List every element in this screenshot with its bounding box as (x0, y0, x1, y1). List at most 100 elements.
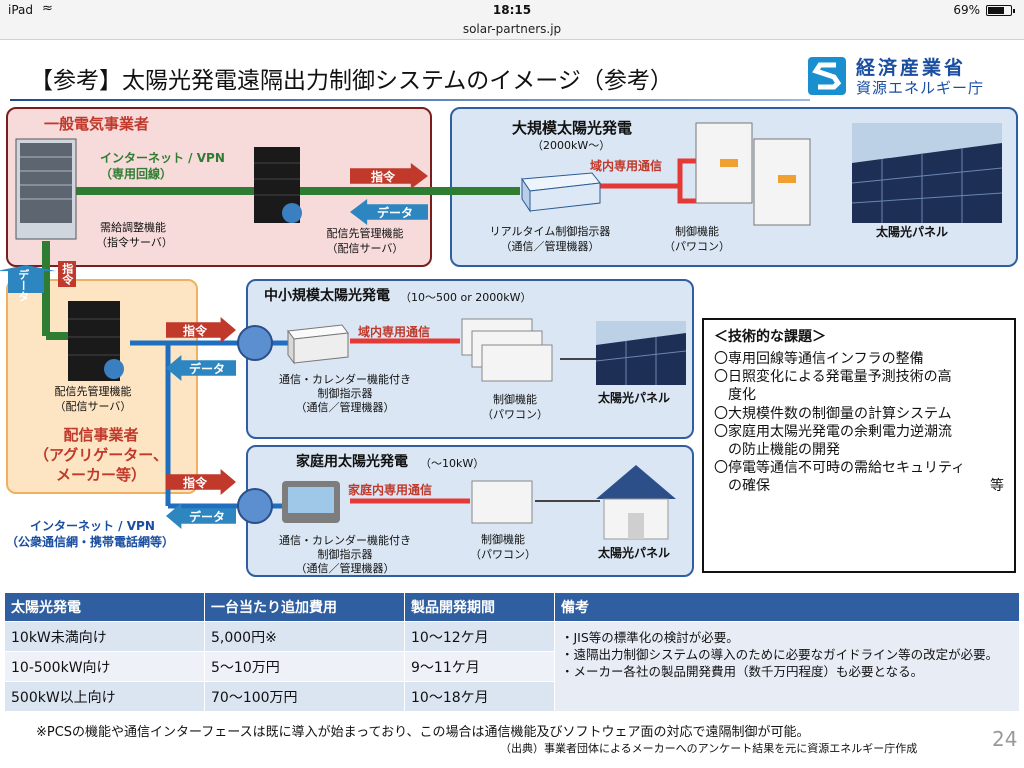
large-solar-panel-icon (852, 123, 1002, 223)
public-net-sub: （公衆通信網・携帯電話網等） (6, 535, 175, 549)
ministry-logo-icon (808, 57, 846, 95)
mid-controller-icon (287, 324, 349, 365)
tech-item: 〇停電等通信不可時の需給セキュリティ (714, 460, 966, 477)
tech-item: の防止機能の開発 (714, 441, 840, 458)
home-pcs-label: 制御機能 (481, 533, 525, 546)
table-row: 10kW未満向け 5,000円※ 10～12ケ月 ・JIS等の標準化の検討が必要… (4, 621, 1020, 712)
large-device-label: リアルタイム制御指示器 (489, 225, 611, 238)
large-title: 大規模太陽光発電 (512, 119, 633, 137)
tech-item: 〇日照変化による発電量予測技術の高 (714, 369, 952, 386)
carrier-label: iPad (8, 3, 34, 17)
table-header: 製品開発期間 (404, 592, 555, 622)
large-panel-label: 太陽光パネル (876, 225, 949, 239)
aggregator-server-icon (68, 301, 124, 381)
cost-table: 太陽光発電 一台当たり追加費用 製品開発期間 備考 10kW未満向け 5,000… (4, 592, 1020, 712)
page-number: 24 (992, 727, 1018, 751)
distribution-server-icon (254, 147, 302, 223)
aggregator-title-2: （アグリゲーター、 (33, 446, 169, 464)
address-bar[interactable]: solar-partners.jp (0, 20, 1024, 40)
table-row: 10-500kW向け 5～10万円 9～11ケ月 (4, 651, 1020, 682)
dedicated-line-label: （専用回線） (100, 167, 173, 181)
table-cell: 10kW未満向け (4, 621, 205, 652)
distribution-mgmt-label: 配信先管理機能 (326, 227, 404, 240)
table-cell: 10～12ケ月 (404, 621, 555, 652)
command-server-label: （指令サーバ） (96, 236, 173, 249)
supply-adjust-label: 需給調整機能 (100, 221, 166, 234)
footnote: ※PCSの機能や通信インターフェースは既に導入が始まっており、この場合は通信機能… (36, 725, 810, 740)
home-title: 家庭用太陽光発電 (296, 454, 408, 470)
data-vertical-label: データ (16, 269, 30, 302)
mid-solar-panel-icon (596, 321, 686, 385)
tech-item: 〇専用回線等通信インフラの整備 (714, 351, 924, 367)
home-pcs-sub: （パワコン） (470, 548, 536, 561)
logo-agency: 資源エネルギー庁 (856, 79, 985, 97)
utility-title: 一般電気事業者 (44, 115, 150, 133)
mid-device-label-2: 制御指示器 (317, 387, 373, 400)
internet-vpn-label: インターネット / VPN (100, 151, 225, 165)
home-pcs-icon (471, 480, 533, 524)
table-cell: 5,000円※ (204, 621, 405, 652)
mid-pcs-label: 制御機能 (493, 393, 537, 406)
distribution-server-label: （配信サーバ） (326, 242, 404, 255)
battery-percent: 69% (953, 3, 980, 17)
table-row: 500kW以上向け 70～100万円 10～18ケ月 (4, 681, 1020, 712)
table-header: 備考 (554, 592, 1020, 622)
battery-icon (986, 5, 1015, 16)
aggregator-title-3: メーカー等） (55, 466, 146, 484)
aggregator-title: 配信事業者 (63, 426, 139, 444)
mid-device-sub: （通信／管理機器） (295, 401, 395, 414)
agg-mgmt-label: 配信先管理機能 (54, 385, 132, 398)
table-cell: 500kW以上向け (4, 681, 205, 712)
home-device-sub: （通信／管理機器） (295, 562, 395, 575)
tech-etc: 等 (990, 478, 1004, 495)
home-range: （～10kW） (420, 457, 485, 470)
note-item: ・遠隔出力制御システムの導入のために必要なガイドライン等の改定が必要。 (561, 646, 999, 662)
mid-pcs-icon (461, 318, 553, 382)
url-text: solar-partners.jp (462, 22, 562, 36)
status-bar: iPad ≈ 18:15 69% (0, 0, 1024, 20)
notes-cell: ・JIS等の標準化の検討が必要。 ・遠隔出力制御システムの導入のために必要なガイ… (554, 621, 1020, 712)
table-cell: 5～10万円 (204, 651, 405, 682)
home-controller-icon (282, 481, 340, 523)
slide: 【参考】太陽光発電遠隔出力制御システムのイメージ（参考） 経済産業省 資源エネル… (0, 41, 1024, 768)
note-item: ・メーカー各社の製品開発費用（数千万円程度）も必要となる。 (561, 663, 924, 679)
realtime-controller-icon (521, 172, 601, 213)
large-subtitle: （2000kW～） (532, 139, 611, 152)
tech-item: 〇家庭用太陽光発電の余剰電力逆潮流 (714, 423, 952, 440)
slide-title: 【参考】太陽光発電遠隔出力制御システムのイメージ（参考） (30, 68, 673, 94)
supply-server-icon (15, 138, 77, 240)
mid-network-label: 域内専用通信 (358, 325, 431, 339)
large-pcs-sub: （パワコン） (664, 240, 730, 253)
house-solar-icon (596, 465, 676, 540)
mid-panel-label: 太陽光パネル (598, 391, 671, 405)
title-underline (10, 99, 810, 101)
source-note: （出典）事業者団体によるメーカーへのアンケート結果を元に資源エネルギー庁作成 (500, 742, 918, 755)
public-net-label: インターネット / VPN (30, 519, 155, 533)
home-device-label-2: 制御指示器 (317, 548, 373, 561)
large-network-label: 域内専用通信 (590, 159, 663, 173)
table-cell: 70～100万円 (204, 681, 405, 712)
home-panel-label: 太陽光パネル (598, 546, 671, 560)
home-device-label: 通信・カレンダー機能付き (279, 534, 411, 547)
table-header: 一台当たり追加費用 (204, 592, 405, 622)
table-header: 太陽光発電 (4, 592, 205, 622)
large-pcs-icon (695, 122, 811, 226)
large-pcs-label: 制御機能 (675, 225, 719, 238)
large-device-sub: （通信／管理機器） (500, 240, 600, 253)
meti-logo: 経済産業省 資源エネルギー庁 (806, 51, 1016, 101)
logo-ministry: 経済産業省 (856, 57, 967, 79)
agg-server-label: （配信サーバ） (54, 400, 132, 413)
tech-heading: ＜技術的な課題＞ (714, 329, 826, 345)
table-cell: 9～11ケ月 (404, 651, 555, 682)
mid-pcs-sub: （パワコン） (482, 408, 548, 421)
table-cell: 10～18ケ月 (404, 681, 555, 712)
mid-range: （10～500 or 2000kW） (400, 291, 532, 304)
note-item: ・JIS等の標準化の検討が必要。 (561, 630, 739, 645)
tech-item: の確保等 (714, 478, 1004, 495)
technical-issues-box: ＜技術的な課題＞ 〇専用回線等通信インフラの整備 〇日照変化による発電量予測技術… (702, 318, 1016, 573)
mid-title: 中小規模太陽光発電 (264, 288, 390, 304)
command-vertical-label: 指令 (58, 261, 76, 287)
tech-item: 度化 (714, 387, 756, 404)
clock: 18:15 (492, 3, 532, 17)
table-cell: 10-500kW向け (4, 651, 205, 682)
